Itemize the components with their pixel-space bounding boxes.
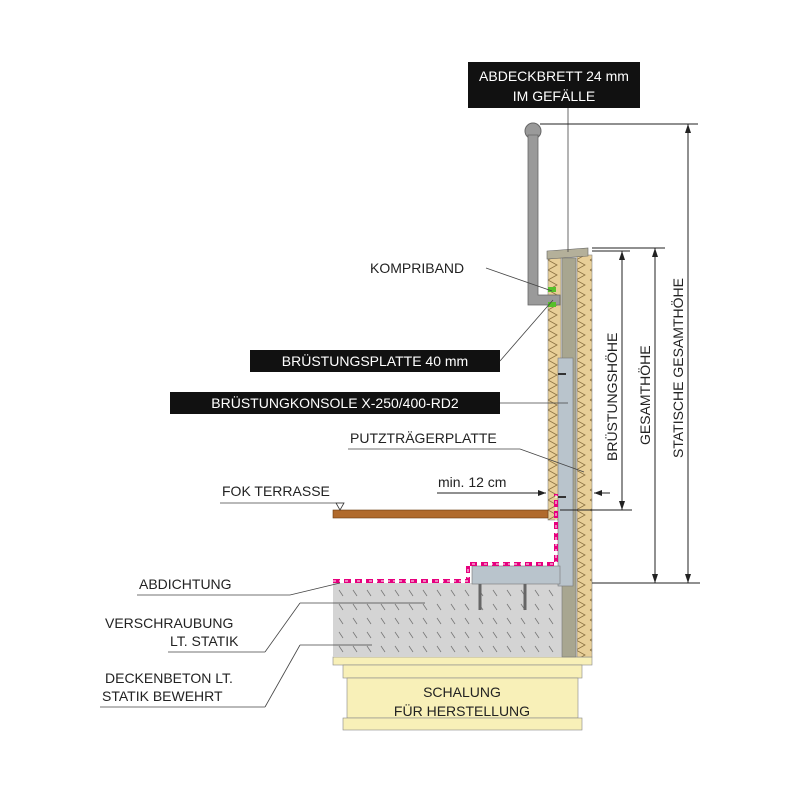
min-dimension-label: min. 12 cm	[438, 474, 506, 490]
schalung-label-2: FÜR HERSTELLUNG	[394, 702, 530, 719]
verschraubung-label: VERSCHRAUBUNG	[105, 615, 233, 631]
fok-terrasse-label: FOK TERRASSE	[222, 483, 330, 499]
deckenbeton-label-2: STATIK BEWEHRT	[102, 688, 223, 704]
terrace-board	[332, 509, 549, 519]
kompriband-strip	[548, 287, 556, 292]
abdeckbrett-label-2: IM GEFÄLLE	[513, 88, 595, 104]
balustrade-console	[471, 357, 574, 610]
dimension-statische-gesamthoehe: STATISCHE GESAMTHÖHE	[540, 123, 698, 583]
kompriband-label: KOMPRIBAND	[370, 260, 464, 276]
plaster-carrier-board-outer	[576, 254, 593, 658]
level-marker-icon	[335, 502, 345, 511]
formwork: SCHALUNG FÜR HERSTELLUNG	[332, 656, 593, 731]
abdeckbrett-label: ABDECKBRETT 24 mm	[479, 68, 629, 84]
concrete-slab	[333, 583, 565, 657]
label-box-bruestungkonsole	[170, 392, 500, 414]
cover-board	[546, 247, 589, 260]
deckenbeton-label: DECKENBETON LT.	[105, 670, 233, 686]
dimension-bruestungshoehe: BRÜSTUNGSHÖHE	[560, 250, 632, 511]
bruestungkonsole-label: BRÜSTUNGKONSOLE X-250/400-RD2	[211, 394, 459, 411]
bruestungsplatte-label: BRÜSTUNGSPLATTE 40 mm	[282, 352, 468, 369]
label-box-abdeckbrett	[468, 62, 640, 108]
verschraubung-label-2: LT. STATIK	[170, 633, 239, 649]
bruestungshoehe-label: BRÜSTUNGSHÖHE	[603, 333, 620, 461]
abdichtung-label: ABDICHTUNG	[139, 576, 232, 592]
dimension-gesamthoehe: GESAMTHÖHE	[592, 247, 700, 584]
statische-gesamthoehe-label: STATISCHE GESAMTHÖHE	[669, 278, 686, 458]
label-box-bruestungsplatte	[250, 350, 500, 372]
handrail	[524, 122, 561, 307]
schalung-label: SCHALUNG	[423, 684, 501, 700]
putztraegerplatte-label: PUTZTRÄGERPLATTE	[350, 430, 497, 446]
gesamthoehe-label: GESAMTHÖHE	[636, 345, 653, 445]
